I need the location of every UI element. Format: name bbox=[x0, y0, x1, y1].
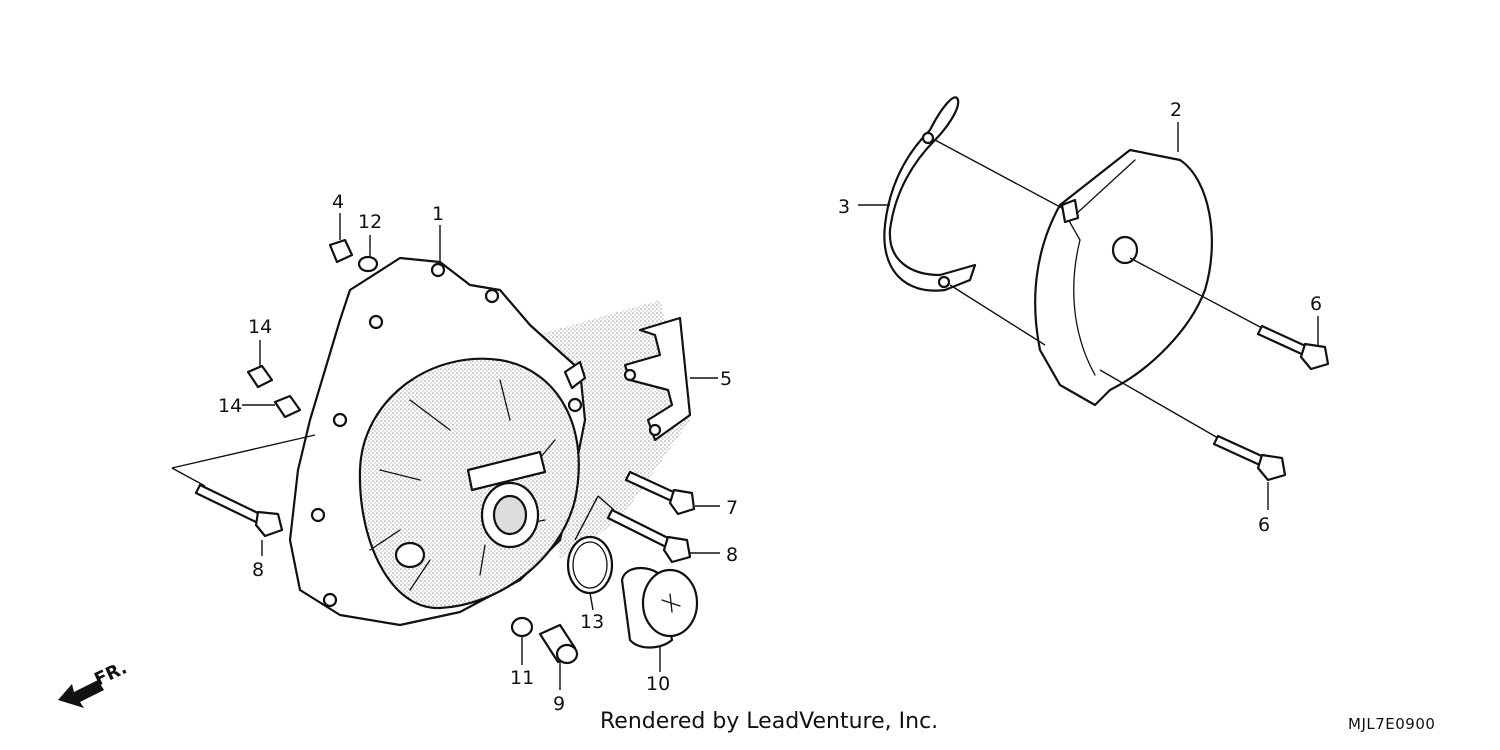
bolt-8-right bbox=[606, 508, 692, 564]
callout-6-lower: 6 bbox=[1258, 514, 1270, 536]
bracket-5 bbox=[623, 316, 692, 442]
diagram-code: MJL7E0900 bbox=[1348, 715, 1436, 733]
o-ring-12 bbox=[357, 255, 379, 273]
bolt-6-lower bbox=[1212, 434, 1287, 482]
callout-11: 11 bbox=[510, 667, 534, 689]
callout-1: 1 bbox=[432, 203, 444, 225]
bolt-9 bbox=[538, 623, 579, 665]
cover-2 bbox=[1034, 148, 1213, 407]
left-crankcase-cover bbox=[288, 256, 690, 627]
bolt-8-left bbox=[194, 483, 284, 538]
o-ring-13 bbox=[566, 535, 614, 595]
dowel-pin-14-upper bbox=[246, 364, 274, 389]
callout-12: 12 bbox=[358, 211, 382, 233]
callout-8-right: 8 bbox=[726, 544, 738, 566]
direction-label: FR. bbox=[91, 657, 130, 690]
washer-11 bbox=[510, 616, 534, 638]
callout-13: 13 bbox=[580, 611, 604, 633]
callout-4: 4 bbox=[332, 191, 344, 213]
callout-9: 9 bbox=[553, 693, 565, 715]
callout-3: 3 bbox=[838, 196, 850, 218]
callout-8-left: 8 bbox=[252, 559, 264, 581]
gasket-3 bbox=[883, 96, 977, 292]
plug-10 bbox=[620, 567, 699, 649]
callout-2: 2 bbox=[1170, 99, 1182, 121]
callout-6-upper: 6 bbox=[1310, 293, 1322, 315]
dowel-pin-4 bbox=[328, 238, 354, 264]
callout-5: 5 bbox=[720, 368, 732, 390]
bolt-7 bbox=[624, 470, 696, 516]
dowel-pin-14-lower bbox=[273, 394, 302, 419]
callout-10: 10 bbox=[646, 673, 670, 695]
callout-14-upper: 14 bbox=[248, 316, 272, 338]
front-direction-arrow: FR. bbox=[58, 657, 130, 708]
callout-7: 7 bbox=[726, 497, 738, 519]
bolt-6-upper bbox=[1256, 324, 1330, 371]
arrow-icon bbox=[58, 680, 104, 708]
rendered-by-credit: Rendered by LeadVenture, Inc. bbox=[600, 709, 939, 734]
callout-14-lower: 14 bbox=[218, 395, 242, 417]
leader-lines bbox=[171, 122, 1319, 690]
